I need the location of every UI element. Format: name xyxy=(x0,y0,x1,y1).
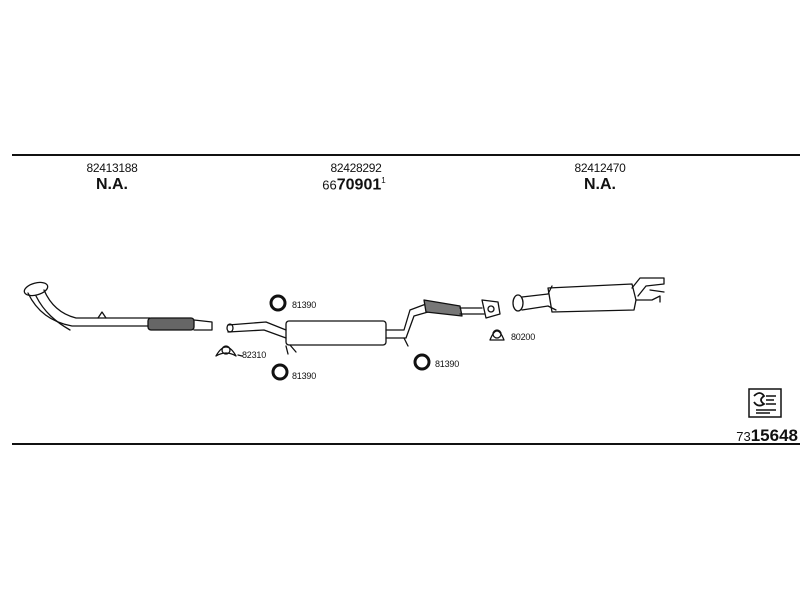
catalog-logo-icon xyxy=(748,388,782,418)
rear-silencer xyxy=(512,277,665,313)
flange-gasket-icon xyxy=(489,329,505,341)
catalog-code: 7315648 xyxy=(736,426,798,446)
part-label: 81390 xyxy=(292,300,317,310)
catalog-code-prefix: 73 xyxy=(736,429,751,444)
center-silencer xyxy=(285,303,429,355)
clamp-ring-icon xyxy=(271,363,289,381)
header-left-availability: N.A. xyxy=(96,176,128,193)
part-label: 81390 xyxy=(435,359,460,369)
header-middle-code-prefix: 66 xyxy=(322,177,337,193)
header-middle-code-main: 70901 xyxy=(336,176,382,194)
part-label: 82310 xyxy=(242,350,267,360)
part-label: 80200 xyxy=(511,332,536,342)
clamp-ring-icon xyxy=(269,294,287,312)
header-middle-part-number: 82428292 xyxy=(330,161,382,175)
intermediate-pipe xyxy=(226,321,287,339)
header-left-part-number: 82413188 xyxy=(86,161,138,175)
header-middle-code: 66709011 xyxy=(284,176,424,194)
catalog-code-main: 15648 xyxy=(750,426,798,445)
front-pipe xyxy=(23,281,213,331)
header-middle-code-sup: 1 xyxy=(381,176,386,185)
bottom-divider xyxy=(12,443,800,445)
clamp-ring-icon xyxy=(413,353,431,371)
header-right-part-number: 82412470 xyxy=(574,161,626,175)
part-label: 81390 xyxy=(292,371,317,381)
top-divider xyxy=(12,154,800,156)
gasket-icon xyxy=(215,345,237,357)
header-right-availability: N.A. xyxy=(584,176,616,193)
middle-silencer xyxy=(423,299,501,319)
